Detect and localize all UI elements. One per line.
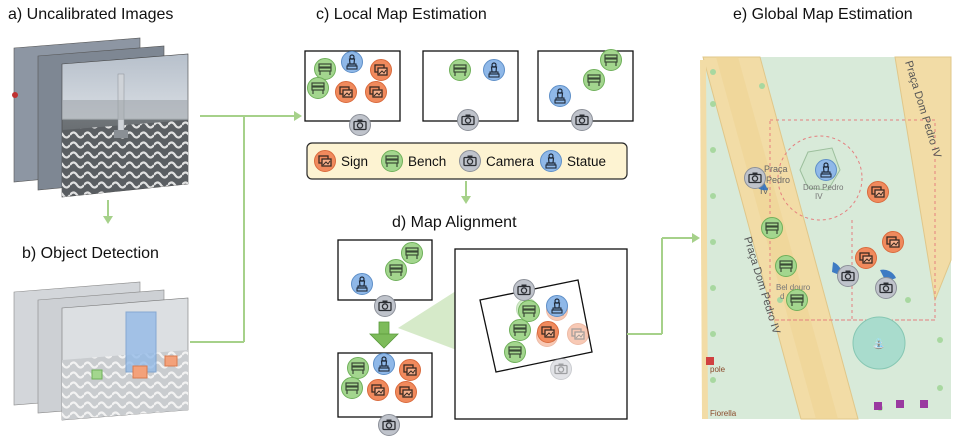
map-label-belvedere: Bel douro: [776, 283, 811, 292]
alignment-zoom-panel: [454, 248, 628, 420]
title-local-map-estimation: c) Local Map Estimation: [316, 6, 487, 23]
arrow-head-to-local-maps: [294, 111, 302, 121]
svg-text:⛲: ⛲: [873, 337, 885, 350]
legend-label-camera: Camera: [486, 154, 535, 169]
map-label-fiorella: Fiorella: [710, 409, 737, 418]
legend-label-statue: Statue: [567, 154, 606, 169]
object-detection-stack: [13, 281, 189, 421]
local-map-2: [422, 50, 519, 132]
legend: Sign Bench Camera Statue: [306, 142, 628, 180]
global-map: ⛲ pole Fiorella Praça Dom Pedro IV Praça…: [700, 56, 952, 420]
connector-to-global-map: [627, 237, 694, 335]
title-uncalibrated-images: a) Uncalibrated Images: [8, 6, 174, 23]
svg-text:IV: IV: [815, 192, 823, 201]
title-object-detection: b) Object Detection: [22, 245, 159, 262]
svg-text:Pedro: Pedro: [766, 175, 790, 185]
alignment-down-arrow: [369, 321, 399, 349]
map-label-monument: Dom Pedro: [803, 183, 844, 192]
map-label-praca: Praça: [764, 164, 788, 174]
local-map-1: [304, 50, 401, 137]
title-global-map-estimation: e) Global Map Estimation: [733, 6, 913, 23]
arrow-c-to-d: [461, 181, 471, 204]
legend-label-sign: Sign: [341, 154, 368, 169]
title-map-alignment: d) Map Alignment: [392, 214, 517, 231]
alignment-result-map: [337, 352, 433, 437]
uncalibrated-images-stack: [12, 37, 189, 198]
arrow-head-to-global-map: [692, 233, 700, 243]
legend-label-bench: Bench: [408, 154, 446, 169]
svg-text:IV: IV: [760, 186, 769, 196]
alignment-source-map: [337, 239, 433, 318]
map-label-pole: pole: [710, 365, 726, 374]
zoom-wedge: [398, 282, 470, 355]
local-map-3: [537, 48, 634, 132]
connector-to-local-maps: [190, 115, 296, 343]
arrow-a-to-b: [103, 200, 113, 224]
